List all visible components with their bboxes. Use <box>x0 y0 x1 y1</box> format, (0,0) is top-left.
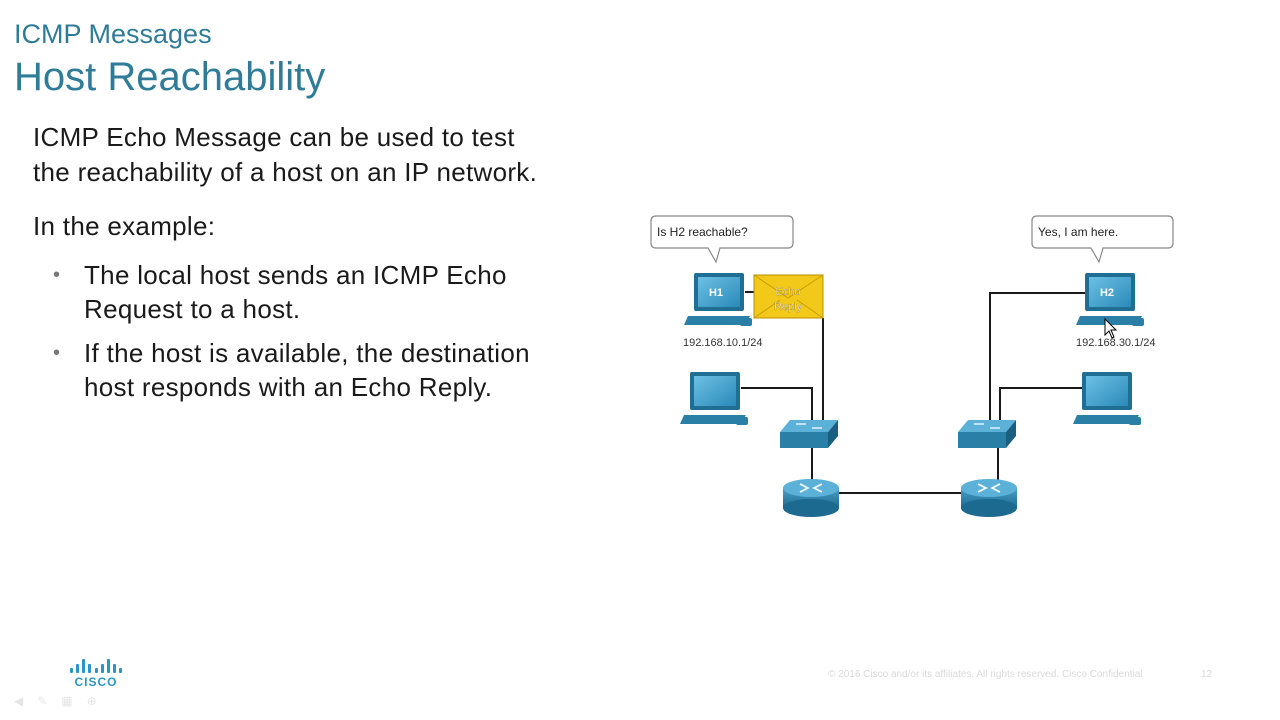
bubble-left: Is H2 reachable? <box>650 215 794 264</box>
slide-body: ICMP Echo Message can be used to test th… <box>33 120 553 414</box>
bullet-item: • If the host is available, the destinati… <box>33 336 553 405</box>
pen-icon[interactable]: ✎ <box>37 694 48 708</box>
bubble-right: Yes, I am here. <box>1031 215 1174 264</box>
h1-label: H1 <box>709 287 723 299</box>
echo-reply-envelope-icon: Echo Reply <box>753 274 824 319</box>
cisco-logo-text: CISCO <box>74 675 118 689</box>
bullet-text: If the host is available, the destinatio… <box>84 337 530 403</box>
link-pc-left-switch <box>741 387 813 420</box>
zoom-icon[interactable]: ⊕ <box>86 694 97 708</box>
router-left-icon <box>783 479 839 517</box>
cisco-logo: CISCO <box>70 658 122 689</box>
example-intro: In the example: <box>33 211 216 241</box>
envelope-text-line2: Reply <box>774 301 803 313</box>
link-h2-switch <box>989 292 1086 420</box>
h2-label: H2 <box>1100 287 1114 299</box>
mouse-cursor-icon <box>1104 317 1118 339</box>
bubble-left-text: Is H2 reachable? <box>657 225 748 239</box>
presentation-toolbar: ◀ ✎ ▦ ⊕ <box>14 694 97 708</box>
envelope-text-line1: Echo <box>775 286 800 298</box>
cisco-logo-bars-icon <box>70 658 122 673</box>
bubble-right-text: Yes, I am here. <box>1038 225 1118 239</box>
slide-header: ICMP Messages Host Reachability <box>14 18 325 100</box>
bullet-dot-icon: • <box>53 263 61 286</box>
computer-h2-icon: H2 <box>1076 273 1144 326</box>
bullet-dot-icon: • <box>53 341 61 364</box>
prev-slide-icon[interactable]: ◀ <box>14 694 24 708</box>
h1-ip-label: 192.168.10.1/24 <box>683 337 763 349</box>
bullet-text: The local host sends an ICMP Echo Reques… <box>84 259 507 325</box>
bullet-item: • The local host sends an ICMP Echo Reque… <box>33 258 553 327</box>
bullet-list: • The local host sends an ICMP Echo Reque… <box>33 258 553 405</box>
slides-grid-icon[interactable]: ▦ <box>61 694 73 708</box>
lead-paragraph: ICMP Echo Message can be used to test th… <box>33 122 538 187</box>
link-pc-right-switch <box>999 387 1083 420</box>
copyright-footer: © 2016 Cisco and/or its affiliates. All … <box>828 669 1143 680</box>
page-number: 12 <box>1201 669 1213 680</box>
switch-right-icon <box>958 420 1016 448</box>
router-right-icon <box>961 479 1017 517</box>
slide-title: Host Reachability <box>14 55 326 99</box>
slide-subtitle: ICMP Messages <box>14 19 212 49</box>
switch-left-icon <box>780 420 838 448</box>
h2-ip-label: 192.168.30.1/24 <box>1076 337 1156 349</box>
computer-right-icon <box>1073 372 1141 425</box>
network-links <box>741 291 1086 494</box>
computer-left-icon <box>680 372 748 425</box>
computer-h1-icon: H1 <box>684 273 752 326</box>
